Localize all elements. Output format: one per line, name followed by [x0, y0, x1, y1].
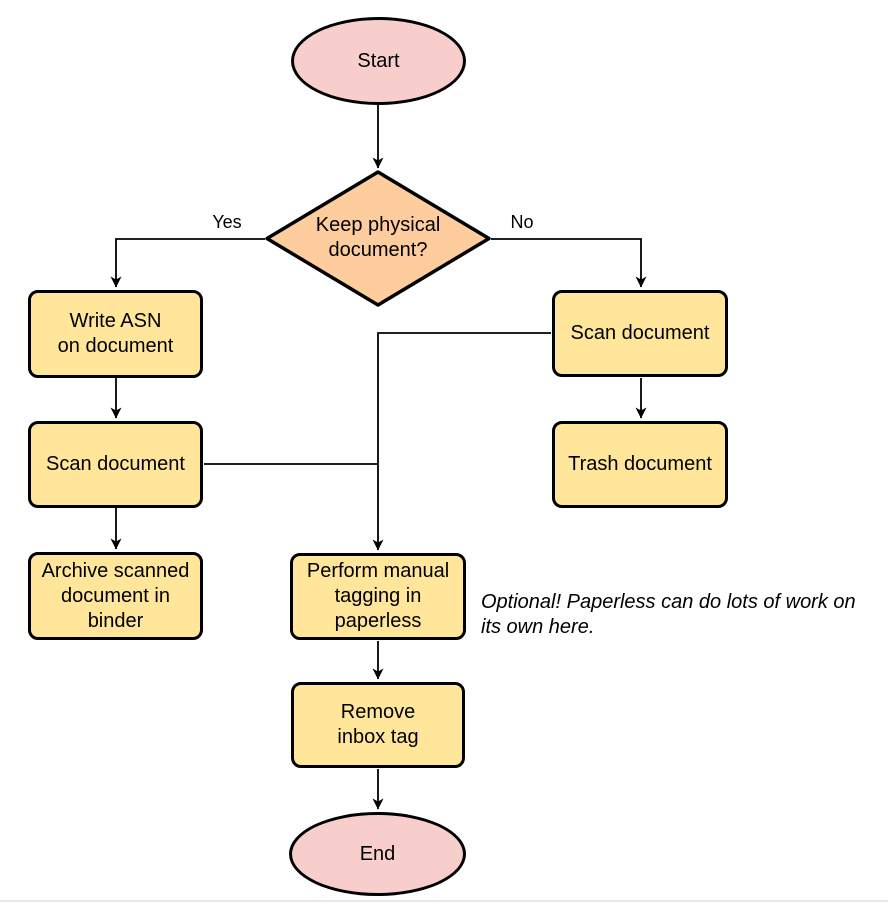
node-decision-label: Keep physical document?	[315, 214, 441, 261]
node-end: End	[289, 812, 466, 896]
node-write-asn: Write ASN on document	[28, 290, 203, 378]
edge-label-no: No	[510, 212, 534, 232]
node-remove-inbox-tag: Remove inbox tag	[291, 682, 465, 768]
edge-scanright-tagging	[372, 332, 551, 551]
edge-decision-writeasn	[110, 238, 265, 288]
decision-diamond-shape	[265, 170, 491, 307]
node-manual-tagging: Perform manual tagging in paperless	[290, 553, 466, 640]
edge-label-yes: Yes	[212, 212, 242, 232]
node-trash-document: Trash document	[552, 421, 728, 508]
edge-decision-scanright	[491, 238, 647, 288]
optional-note: Optional! Paperless can do lots of work …	[481, 591, 856, 638]
node-start: Start	[291, 17, 466, 105]
bottom-edge-divider	[0, 900, 888, 902]
node-scan-document-left: Scan document	[28, 421, 203, 508]
node-archive-scanned: Archive scanned document in binder	[28, 552, 203, 640]
node-scan-document-right: Scan document	[552, 290, 728, 377]
